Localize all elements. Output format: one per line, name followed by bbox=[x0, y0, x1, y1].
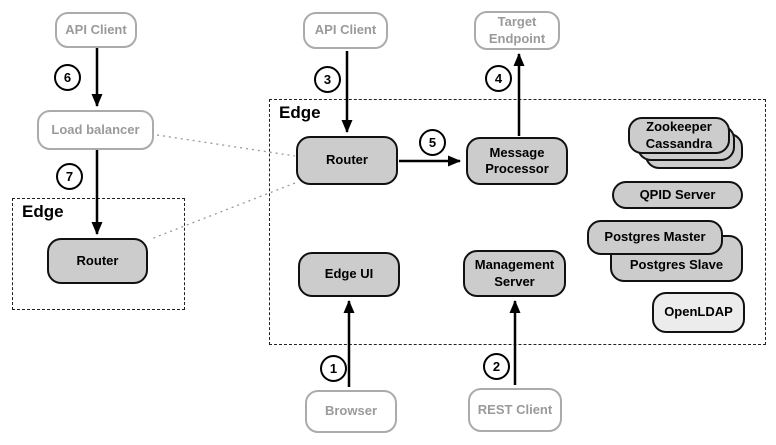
edge-region-left-label: Edge bbox=[22, 202, 64, 221]
browser-node: Browser bbox=[305, 390, 397, 433]
step-circle-1: 1 bbox=[320, 355, 347, 382]
api-client-left-node: API Client bbox=[55, 12, 137, 48]
edge-region-main-label: Edge bbox=[279, 103, 321, 122]
edge-region-main: Edge bbox=[269, 99, 766, 345]
dotted-lb-to-main-router bbox=[156, 134, 296, 157]
step-circle-4: 4 bbox=[485, 65, 512, 92]
step-circle-6: 6 bbox=[54, 64, 81, 91]
edge-region-left: Edge bbox=[12, 198, 185, 310]
load-balancer-node: Load balancer bbox=[37, 110, 154, 150]
router-main-node: Router bbox=[296, 136, 398, 185]
step-circle-3: 3 bbox=[314, 66, 341, 93]
api-client-mid-node: API Client bbox=[303, 12, 388, 49]
step-circle-5: 5 bbox=[419, 129, 446, 156]
step-circle-7: 7 bbox=[56, 163, 83, 190]
cassandra-label: Cassandra bbox=[645, 136, 713, 151]
step-circle-2: 2 bbox=[483, 353, 510, 380]
target-endpoint-node: Target Endpoint bbox=[474, 11, 560, 50]
edge-ui-node: Edge UI bbox=[298, 252, 400, 297]
management-server-node: Management Server bbox=[463, 250, 566, 297]
rest-client-node: REST Client bbox=[468, 388, 562, 432]
zookeeper-label: Zookeeper bbox=[646, 118, 712, 134]
postgres-master-node: Postgres Master bbox=[587, 220, 723, 255]
message-processor-node: Message Processor bbox=[466, 137, 568, 185]
router-left-node: Router bbox=[47, 238, 148, 284]
zookeeper-cassandra-node: Zookeeper Cassandra bbox=[628, 117, 730, 154]
qpid-server-node: QPID Server bbox=[612, 181, 743, 209]
dotted-main-router-to-left-router bbox=[150, 182, 296, 240]
openldap-node: OpenLDAP bbox=[652, 292, 745, 333]
